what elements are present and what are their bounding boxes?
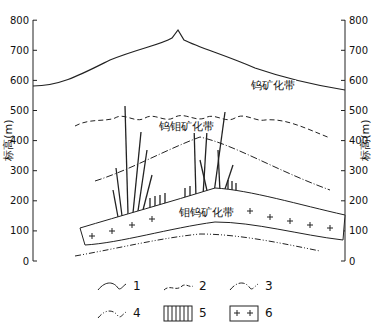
elevation-tick: 500 — [349, 105, 368, 116]
elevation-tick: 100 — [349, 225, 368, 236]
legend-number: 5 — [199, 307, 207, 320]
dash-dot-boundary — [95, 137, 330, 190]
legend-box-5 — [164, 306, 192, 321]
legend-number: 2 — [199, 280, 207, 293]
legend-number: 6 — [265, 307, 273, 320]
elevation-tick: 0 — [349, 256, 355, 267]
axis-title: 标高(m) — [3, 119, 15, 160]
axis-frame — [33, 20, 345, 261]
granite-body — [80, 188, 345, 245]
legend-number: 3 — [265, 280, 273, 293]
elevation-tick: 500 — [10, 105, 29, 116]
elevation-tick: 600 — [10, 75, 29, 86]
elevation-tick: 200 — [349, 195, 368, 206]
topography-line — [33, 30, 345, 90]
elevation-tick: 300 — [349, 165, 368, 176]
legend-box-6 — [230, 306, 258, 321]
elevation-tick: 200 — [10, 195, 29, 206]
elevation-tick: 300 — [10, 165, 29, 176]
axis-title: 标高(m) — [360, 119, 372, 160]
legend-cross-6 — [234, 310, 253, 316]
legend-line-4 — [98, 311, 126, 318]
elevation-tick: 700 — [349, 45, 368, 56]
zone-label: 钨钼矿化带 — [158, 121, 215, 133]
legend-line-3 — [230, 283, 258, 290]
legend-line-2 — [164, 285, 193, 290]
elevation-tick: 100 — [10, 225, 29, 236]
elevation-tick: 800 — [10, 15, 29, 26]
legend-samples — [98, 283, 258, 321]
legend-line-1 — [98, 283, 126, 290]
elevation-tick: 800 — [349, 15, 368, 26]
zone-label: 钼钨矿化带 — [178, 207, 235, 219]
elevation-tick: 0 — [23, 256, 29, 267]
zone-label: 钨矿化带 — [250, 80, 296, 92]
legend-number: 4 — [133, 307, 141, 320]
legend-number: 1 — [133, 280, 141, 293]
dashed-boundary — [75, 116, 330, 138]
elevation-tick: 600 — [349, 75, 368, 86]
elevation-tick: 700 — [10, 45, 29, 56]
legend-hatch-5 — [168, 306, 188, 321]
